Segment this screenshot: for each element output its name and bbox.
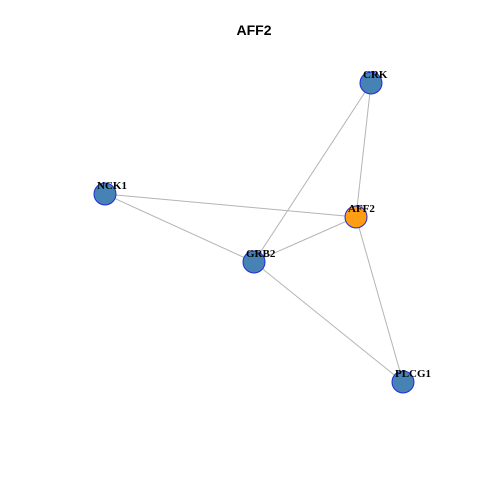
node-label-plcg1: PLCG1 (395, 368, 431, 380)
node-plcg1 (391, 370, 415, 394)
node-label-grb2: GRB2 (246, 248, 276, 260)
node-aff2 (344, 205, 368, 229)
node-nck1 (93, 182, 117, 206)
edge-nck1-grb2 (104, 193, 255, 263)
edge-crk-grb2 (253, 82, 372, 263)
edge-crk-aff2 (355, 82, 372, 218)
node-crk (359, 71, 383, 95)
edge-layer (104, 82, 404, 383)
edge-aff2-plcg1 (355, 216, 404, 383)
node-label-crk: CRK (363, 69, 388, 81)
edge-nck1-aff2 (104, 193, 357, 218)
node-label-aff2: AFF2 (348, 203, 375, 215)
edge-grb2-plcg1 (253, 261, 404, 383)
node-layer (93, 71, 415, 394)
node-label-nck1: NCK1 (97, 180, 127, 192)
graph-title: AFF2 (237, 22, 272, 38)
edge-grb2-aff2 (253, 216, 357, 263)
node-grb2 (242, 250, 266, 274)
